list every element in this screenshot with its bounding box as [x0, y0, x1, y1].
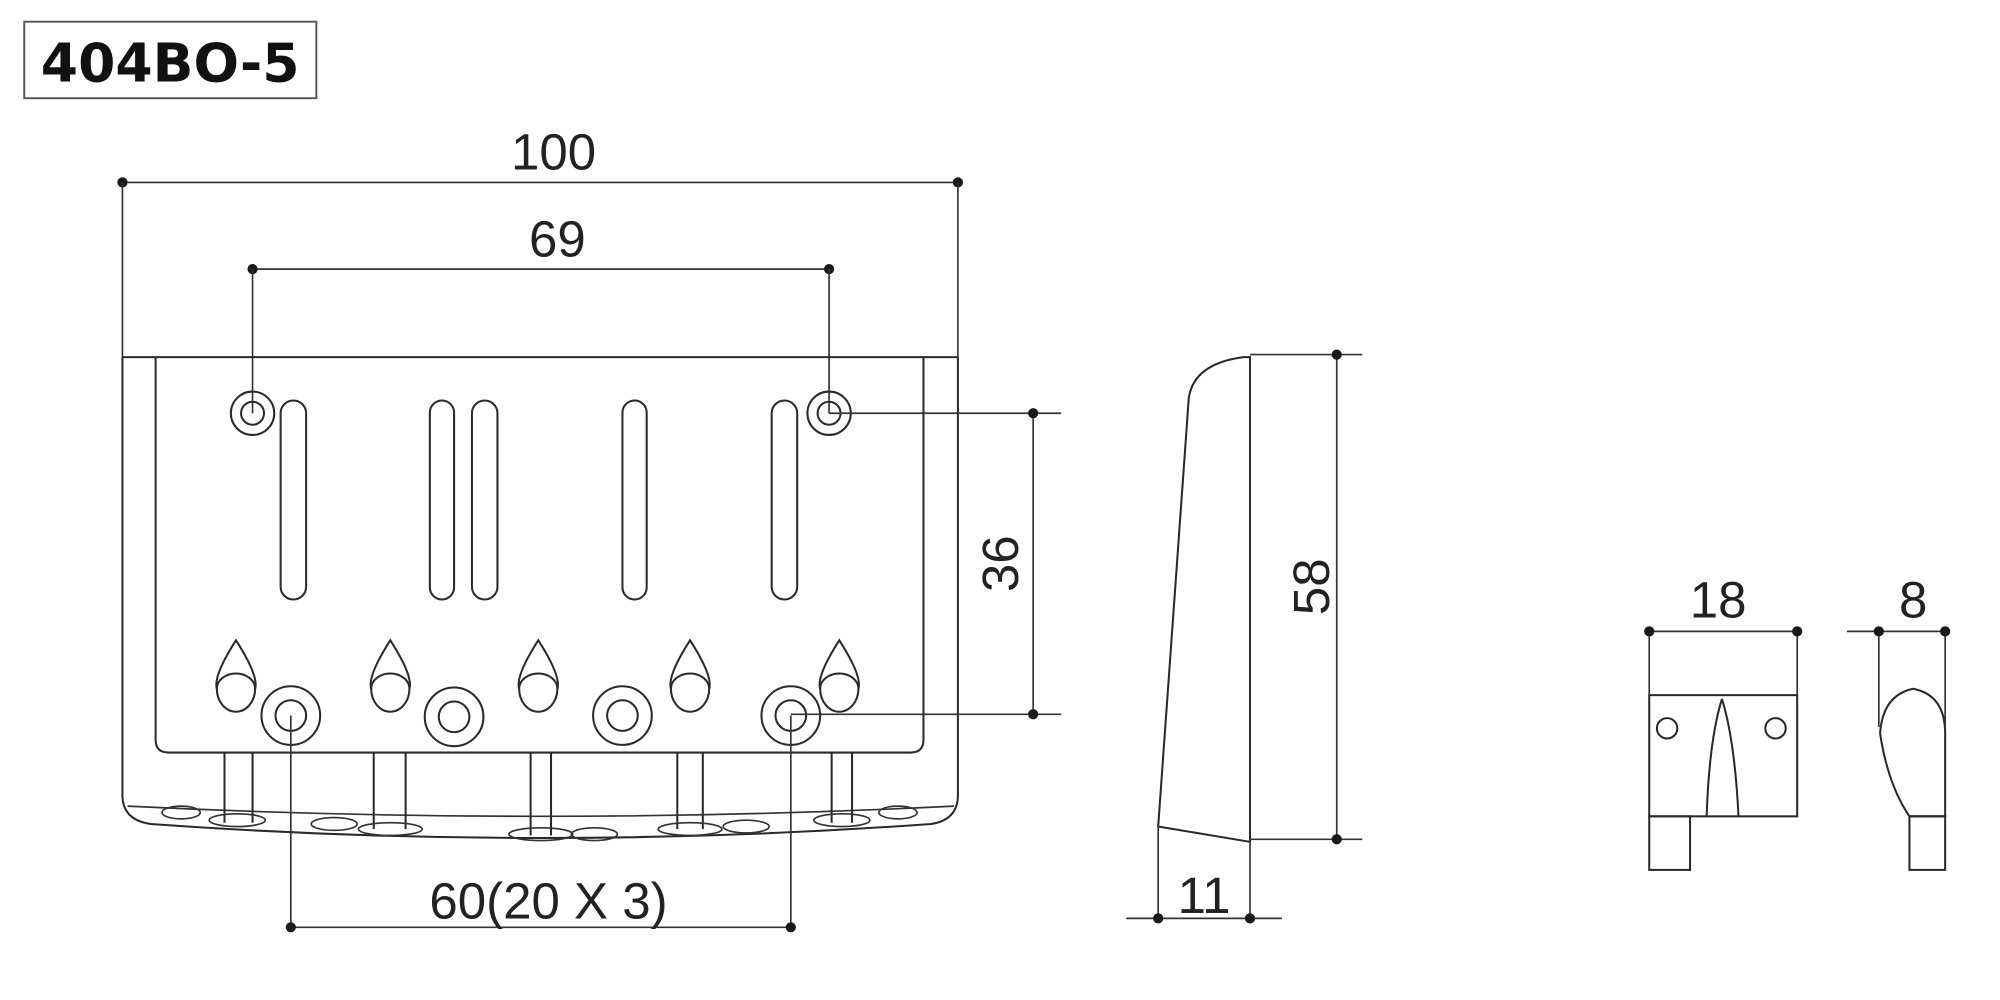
dim-overall-width: 100 — [117, 124, 964, 358]
dim-label-60: 60(20 X 3) — [429, 872, 667, 929]
bridge-plate-top-view — [121, 356, 959, 842]
dim-label-18: 18 — [1690, 571, 1747, 628]
string-through-holes — [215, 638, 860, 713]
model-title: 404BO-5 — [41, 32, 300, 95]
saddle-screws — [260, 685, 822, 748]
dim-label-100: 100 — [511, 124, 596, 181]
dim-string-spacing: 60(20 X 3) — [285, 715, 796, 933]
dim-label-69: 69 — [529, 210, 586, 267]
model-title-box: 404BO-5 — [23, 20, 318, 100]
mount-hole-left — [229, 390, 276, 436]
slots — [279, 399, 799, 601]
saddle-front-view: 18 — [1644, 571, 1803, 871]
bottom-edge-holes — [161, 805, 918, 842]
saddle-side-view: 8 — [1846, 571, 1951, 871]
dim-label-11: 11 — [1178, 867, 1231, 924]
dim-mount-hole-spacing: 69 — [247, 210, 835, 414]
saddle-legs — [223, 752, 854, 836]
dim-mount-hole-depth: 36 — [790, 408, 1062, 720]
dim-label-36: 36 — [972, 535, 1029, 592]
bridge-side-view: 58 11 — [1126, 349, 1363, 924]
dim-label-8: 8 — [1899, 571, 1927, 628]
dim-label-58: 58 — [1283, 558, 1340, 615]
